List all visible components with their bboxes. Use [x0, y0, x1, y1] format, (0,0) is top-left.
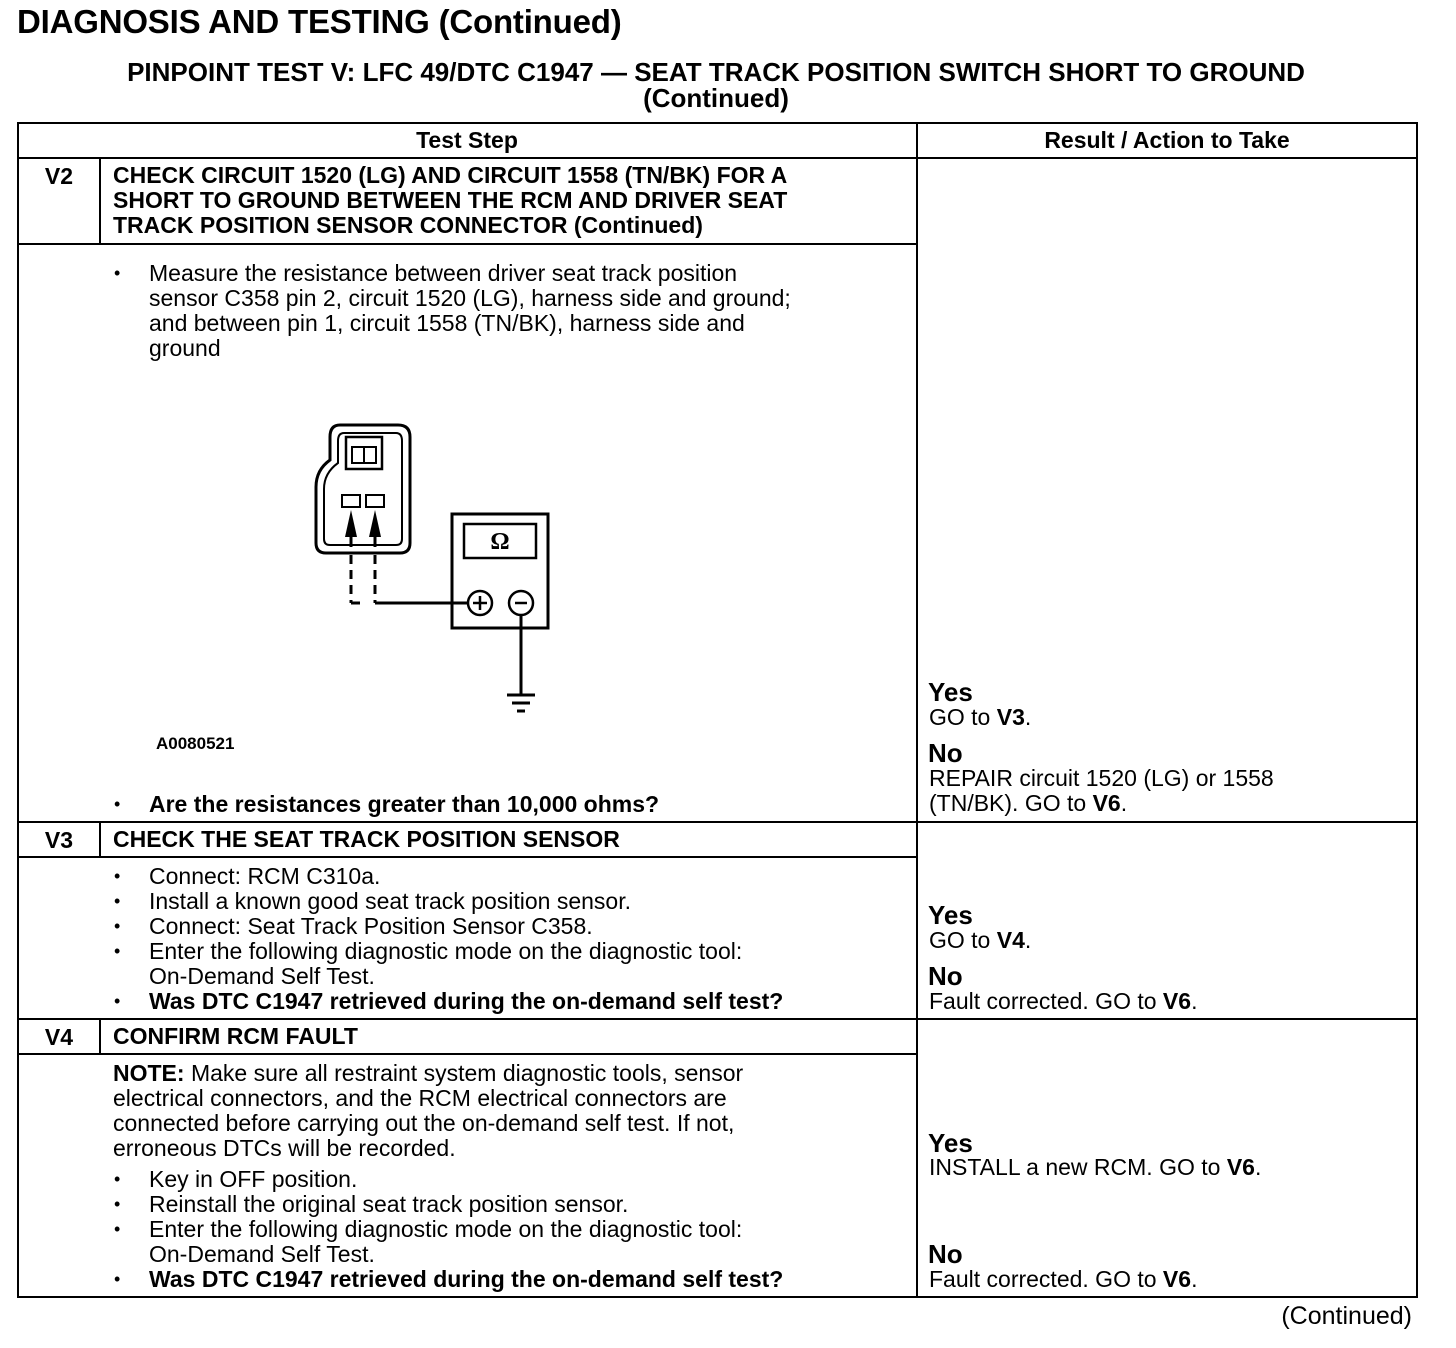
result-no-text: REPAIR circuit 1520 (LG) or 1558	[929, 765, 1274, 791]
result-no-text-2: (TN/BK). GO to V6.	[929, 790, 1128, 816]
col-header-test-step: Test Step	[416, 127, 518, 153]
instruction-text: Connect: RCM C310a.	[149, 863, 381, 889]
bullet-dot: •	[114, 794, 121, 814]
note-text: erroneous DTCs will be recorded.	[113, 1135, 456, 1161]
question-v2: Are the resistances greater than 10,000 …	[149, 791, 660, 817]
result-yes-label: Yes	[928, 900, 973, 930]
instruction-text: Measure the resistance between driver se…	[149, 260, 738, 286]
step-id-v4: V4	[44, 1024, 74, 1050]
result-no-text: Fault corrected. GO to V6.	[929, 1266, 1198, 1292]
instruction-text: sensor C358 pin 2, circuit 1520 (LG), ha…	[149, 285, 791, 311]
ohmmeter-diagram: Ω	[314, 423, 550, 713]
ground-icon	[507, 693, 535, 713]
col-header-result: Result / Action to Take	[1044, 127, 1290, 153]
instruction-text: Enter the following diagnostic mode on t…	[149, 1216, 743, 1242]
instruction-text: and between pin 1, circuit 1558 (TN/BK),…	[149, 310, 745, 336]
result-yes-label: Yes	[928, 1128, 973, 1158]
note-text: connected before carrying out the on-dem…	[113, 1110, 735, 1136]
instruction-text: ground	[149, 335, 221, 361]
ohm-symbol: Ω	[490, 529, 509, 555]
result-no-label: No	[928, 1239, 963, 1269]
test-title: PINPOINT TEST V: LFC 49/DTC C1947 — SEAT…	[127, 57, 1305, 87]
result-yes-text: GO to V4.	[929, 927, 1032, 953]
result-no-label: No	[928, 738, 963, 768]
bullet-dot: •	[114, 916, 121, 936]
step-id-v2: V2	[44, 163, 74, 189]
step-title-v3: CHECK THE SEAT TRACK POSITION SENSOR	[113, 826, 620, 852]
test-title-continued: (Continued)	[643, 83, 789, 113]
instruction-text: On-Demand Self Test.	[149, 963, 375, 989]
step-id-v3: V3	[44, 827, 74, 853]
step-title-v4: CONFIRM RCM FAULT	[113, 1023, 358, 1049]
result-yes-text: INSTALL a new RCM. GO to V6.	[929, 1154, 1262, 1180]
instruction-text: Enter the following diagnostic mode on t…	[149, 938, 743, 964]
instruction-text: Install a known good seat track position…	[149, 888, 632, 914]
bullet-dot: •	[114, 1219, 121, 1239]
bullet-dot: •	[114, 263, 121, 283]
bullet-dot: •	[114, 941, 121, 961]
bullet-dot: •	[114, 1169, 121, 1189]
bullet-dot: •	[114, 866, 121, 886]
note-text: electrical connectors, and the RCM elect…	[113, 1085, 727, 1111]
step-title-v2-line2: SHORT TO GROUND BETWEEN THE RCM AND DRIV…	[113, 187, 788, 213]
figure-code: A0080521	[156, 734, 235, 753]
note-text: NOTE: Make sure all restraint system dia…	[113, 1060, 744, 1086]
connector-icon	[314, 423, 412, 555]
instruction-text: On-Demand Self Test.	[149, 1241, 375, 1267]
bullet-dot: •	[114, 1194, 121, 1214]
question-v3: Was DTC C1947 retrieved during the on-de…	[149, 988, 784, 1014]
multimeter-icon	[450, 512, 550, 630]
result-yes-label: Yes	[928, 677, 973, 707]
bullet-dot: •	[114, 891, 121, 911]
bullet-dot: •	[114, 991, 121, 1011]
instruction-text: Key in OFF position.	[149, 1166, 358, 1192]
step-title-v2-line1: CHECK CIRCUIT 1520 (LG) AND CIRCUIT 1558…	[113, 162, 788, 188]
continued-footer: (Continued)	[1281, 1302, 1412, 1330]
result-yes-text: GO to V3.	[929, 704, 1032, 730]
question-v4: Was DTC C1947 retrieved during the on-de…	[149, 1266, 784, 1292]
instruction-text: Reinstall the original seat track positi…	[149, 1191, 629, 1217]
result-no-text: Fault corrected. GO to V6.	[929, 988, 1198, 1014]
result-no-label: No	[928, 961, 963, 991]
bullet-dot: •	[114, 1269, 121, 1289]
instruction-text: Connect: Seat Track Position Sensor C358…	[149, 913, 593, 939]
page-title: DIAGNOSIS AND TESTING (Continued)	[17, 3, 622, 40]
step-title-v2-line3: TRACK POSITION SENSOR CONNECTOR (Continu…	[113, 212, 703, 238]
